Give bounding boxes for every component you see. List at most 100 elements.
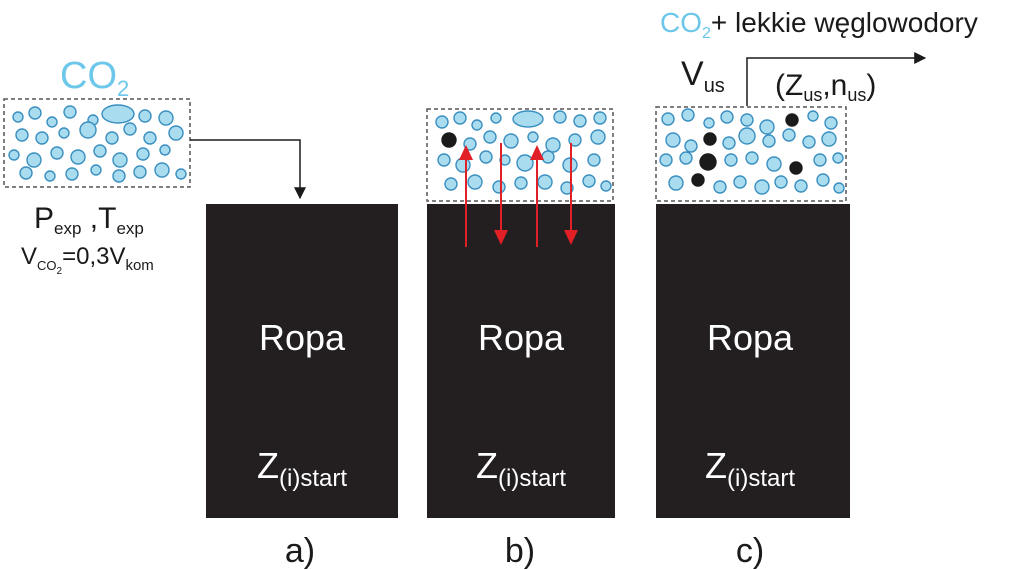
co2-bubble bbox=[720, 110, 734, 124]
co2-bubble bbox=[105, 131, 119, 145]
panel-c: CO2+ lekkie węglowodory Vus (Zus,nus) Ro… bbox=[655, 7, 978, 570]
co2-bubble bbox=[794, 179, 808, 193]
co2-bubble bbox=[679, 151, 693, 165]
co2-bubble bbox=[79, 121, 97, 139]
co2-bubble bbox=[136, 147, 150, 161]
z-sub-c: (i)start bbox=[727, 465, 795, 492]
co2-bubble bbox=[65, 167, 79, 181]
products-label-c: CO2+ lekkie węglowodory bbox=[660, 7, 978, 42]
co2-bubble bbox=[821, 131, 837, 147]
co2-bubble bbox=[537, 174, 553, 190]
pt-label-a: Pexp ,Texp bbox=[34, 202, 144, 238]
gas-bubbles-b bbox=[435, 110, 612, 195]
co2-bubble bbox=[665, 132, 681, 148]
arrow-down-1 bbox=[494, 143, 508, 245]
co2-bubble bbox=[824, 116, 838, 130]
z-sub-a: (i)start bbox=[279, 465, 347, 492]
co2-bubble bbox=[713, 180, 727, 194]
z-label-a: Z(i)start bbox=[257, 445, 347, 492]
volume-label-a: VCO2=0,3Vkom bbox=[21, 243, 154, 277]
zus-sub: us bbox=[803, 85, 822, 105]
z-sub-b: (i)start bbox=[498, 465, 566, 492]
co2-bubble bbox=[587, 153, 601, 167]
co2-bubble bbox=[759, 119, 775, 135]
co2-bubble bbox=[590, 129, 606, 145]
outflow-arrow-c bbox=[746, 52, 927, 106]
z-main-b: Z bbox=[476, 445, 498, 486]
co2-bubble bbox=[63, 105, 77, 119]
co2-bubble bbox=[138, 109, 152, 123]
products-co-sub: 2 bbox=[702, 25, 711, 42]
co2-bubble bbox=[26, 152, 42, 168]
diffusion-arrows-b bbox=[459, 143, 578, 247]
co2-bubble bbox=[514, 176, 528, 190]
co2-bubble bbox=[703, 117, 715, 129]
co2-bubble bbox=[553, 110, 567, 124]
co2-bubble bbox=[123, 122, 137, 136]
v-main: V bbox=[21, 243, 37, 270]
co2-bubble bbox=[444, 177, 458, 191]
co2-bubble bbox=[766, 156, 782, 172]
co2-bubble bbox=[154, 162, 170, 178]
nus-sub: us bbox=[847, 85, 866, 105]
z-label-b: Z(i)start bbox=[476, 445, 566, 492]
co2-bubble bbox=[12, 111, 24, 123]
co2-bubble bbox=[681, 108, 695, 122]
hydrocarbon-molecule bbox=[699, 153, 717, 171]
co2-bubble bbox=[813, 153, 827, 167]
co2-bubble bbox=[740, 113, 754, 127]
co2-bubble bbox=[168, 125, 184, 141]
oil-column-a bbox=[206, 204, 398, 518]
hydrocarbon-molecule bbox=[691, 173, 705, 187]
paren-open: (Z bbox=[775, 69, 803, 102]
co2-bubble bbox=[733, 175, 747, 189]
co2-bubble bbox=[745, 151, 759, 165]
v-subsub: 2 bbox=[57, 266, 63, 277]
co2-bubble bbox=[722, 136, 736, 150]
co2-label-a-main: CO bbox=[60, 55, 117, 97]
co2-bubble bbox=[467, 174, 483, 190]
co2-bubble bbox=[159, 144, 171, 156]
comma-n: ,n bbox=[822, 69, 847, 102]
co2-bubble bbox=[724, 153, 738, 167]
co2-label-a-sub: 2 bbox=[117, 76, 129, 101]
co2-bubble bbox=[807, 110, 819, 122]
co2-bubble bbox=[782, 128, 796, 142]
co2-bubble bbox=[15, 128, 29, 142]
v-kom: kom bbox=[125, 257, 153, 274]
paren-close: ) bbox=[866, 69, 876, 102]
t-sub: exp bbox=[116, 219, 143, 238]
panel-b: Ropa Z(i)start b) bbox=[426, 108, 615, 570]
vus-sub: us bbox=[704, 75, 725, 97]
p-sub: exp bbox=[54, 219, 81, 238]
z-main-a: Z bbox=[257, 445, 279, 486]
z-main-c: Z bbox=[705, 445, 727, 486]
co2-bubble bbox=[46, 116, 58, 128]
co2-bubble bbox=[90, 164, 102, 176]
hydrocarbon-molecule bbox=[441, 132, 457, 148]
co2-bubble bbox=[44, 170, 56, 182]
caption-a: a) bbox=[285, 532, 315, 570]
inject-arrow-a bbox=[190, 139, 306, 200]
arrow-up-1 bbox=[459, 145, 473, 247]
co2-bubble bbox=[112, 152, 128, 168]
co2-bubble bbox=[668, 175, 684, 191]
co2-bubble bbox=[754, 179, 770, 195]
co2-bubble bbox=[774, 175, 788, 189]
co2-bubble bbox=[832, 152, 844, 164]
hydrocarbon-molecule bbox=[785, 113, 799, 127]
co2-bubble bbox=[133, 165, 147, 179]
v-sub: CO bbox=[37, 258, 57, 273]
caption-b: b) bbox=[505, 532, 535, 570]
co2-bubble bbox=[593, 111, 607, 125]
vus-label-c: Vus bbox=[681, 55, 725, 97]
hydrocarbon-molecule bbox=[703, 132, 717, 146]
zus-nus-label-c: (Zus,nus) bbox=[775, 69, 876, 105]
co2-bubble bbox=[684, 139, 698, 153]
co2-bubble bbox=[582, 174, 596, 188]
co2-bubble bbox=[435, 115, 449, 129]
co2-bubble bbox=[453, 111, 467, 125]
co2-bubble bbox=[802, 135, 816, 149]
p-main: P bbox=[34, 202, 54, 235]
